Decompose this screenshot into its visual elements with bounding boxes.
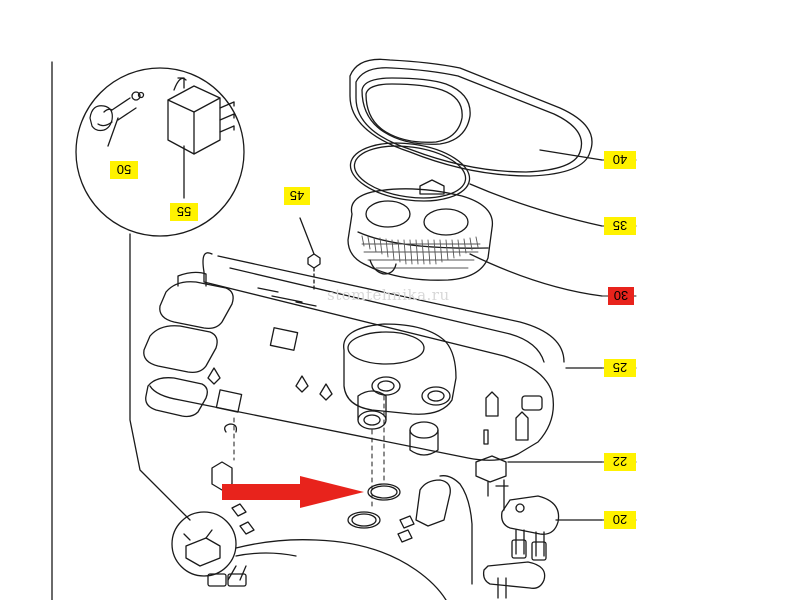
part-40-belt: [349, 58, 603, 177]
part-22-bracket: [397, 455, 603, 585]
part-25-housing: [143, 252, 603, 461]
part-45-screw: [299, 217, 321, 291]
watermark-text: stomtehnika.ru: [327, 286, 450, 304]
callout-label-40: 40: [604, 151, 636, 169]
detail-circle-switch: [75, 67, 245, 237]
detail-circle-wiring: [171, 503, 447, 600]
detail-leader-line: [129, 233, 191, 521]
callout-label-30[interactable]: 30: [608, 287, 634, 305]
part-20-clamp: [482, 479, 603, 599]
small-clip: [211, 423, 238, 491]
part-30-filter: [347, 179, 603, 297]
callout-label-20: 20: [604, 511, 636, 529]
small-orings: [347, 483, 401, 529]
part-35-oring: [349, 142, 603, 227]
callout-label-35: 35: [604, 217, 636, 235]
callout-label-22: 22: [604, 453, 636, 471]
callout-label-45: 45: [284, 187, 310, 205]
red-arrow-pointer: [222, 476, 364, 508]
callout-label-55: 55: [170, 203, 198, 221]
callout-label-25: 25: [604, 359, 636, 377]
callout-label-50: 50: [110, 161, 138, 179]
